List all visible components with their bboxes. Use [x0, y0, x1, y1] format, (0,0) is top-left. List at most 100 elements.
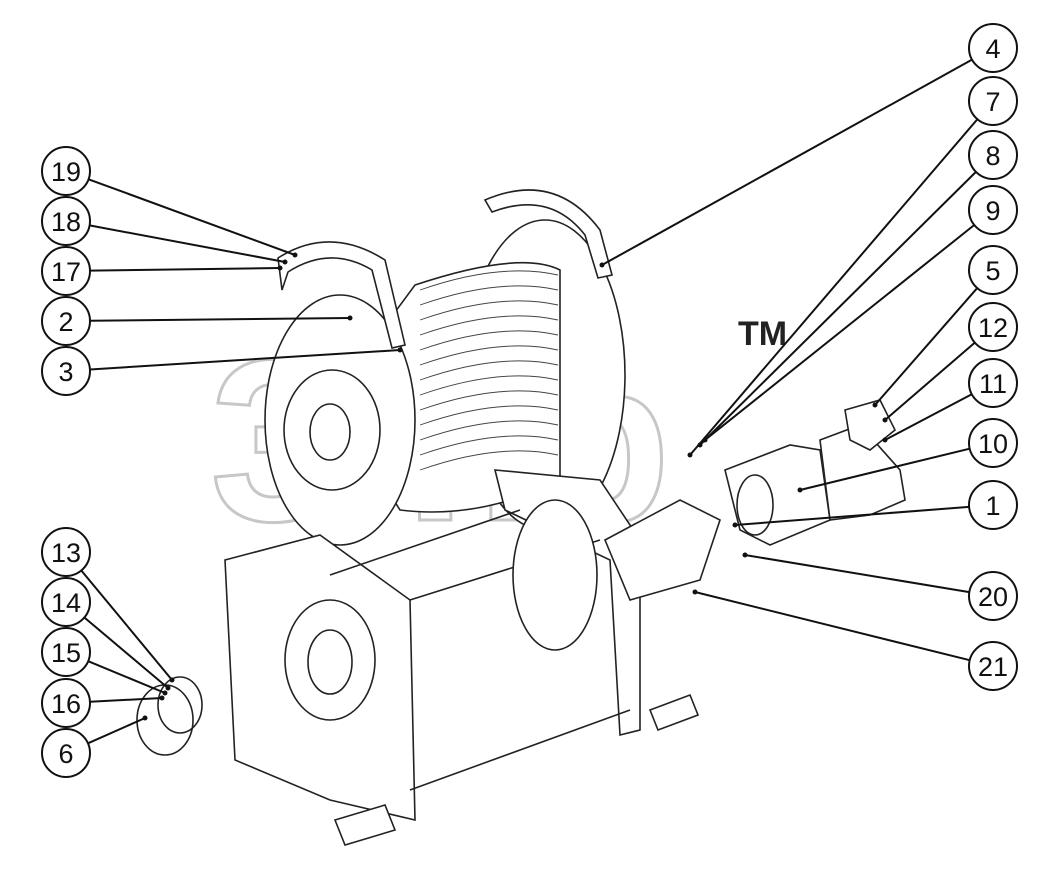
callout-circle	[41, 577, 91, 627]
callout-leader-21	[694, 591, 970, 662]
callout-leader-4	[601, 58, 973, 266]
callout-12: 12	[968, 302, 1018, 352]
callout-21: 21	[968, 641, 1018, 691]
callout-leader-tip-7	[687, 452, 693, 458]
callout-number: 10	[978, 429, 1008, 459]
callout-number: 21	[978, 652, 1008, 682]
callout-leader-tip-8	[697, 442, 703, 448]
callout-circle	[41, 346, 91, 396]
callout-circle	[41, 246, 91, 296]
callout-leader-tip-10	[797, 487, 803, 493]
callout-leader-tip-3	[397, 347, 403, 353]
callout-leader-11	[884, 393, 973, 441]
drum-bore	[309, 403, 351, 461]
callout-leader-tip-12	[882, 417, 888, 423]
callout-16: 16	[41, 678, 91, 728]
callout-circle	[41, 196, 91, 246]
callout-number: 18	[51, 207, 81, 237]
callout-circle	[968, 641, 1018, 691]
callout-leader-14	[83, 616, 169, 689]
callout-10: 10	[968, 418, 1018, 468]
callout-13: 13	[41, 527, 91, 577]
callout-leader-15	[87, 660, 166, 694]
winch-frame	[224, 469, 700, 846]
drum-cable-grooves	[419, 270, 559, 471]
callout-14: 14	[41, 577, 91, 627]
callout-number: 14	[51, 588, 81, 618]
rope-guards	[277, 189, 613, 349]
callout-number: 8	[985, 141, 1000, 171]
callout-15: 15	[41, 627, 91, 677]
callout-circle	[968, 480, 1018, 530]
callout-leader-tip-5	[872, 402, 878, 408]
motor-adapter-plate	[603, 499, 721, 601]
callout-leader-16	[89, 697, 163, 703]
gearbox-housing	[724, 444, 831, 546]
callout-leader-10	[799, 447, 970, 491]
frame-pin-front-left	[333, 804, 397, 846]
callout-leader-tip-20	[742, 552, 748, 558]
rope-guard-rear	[483, 189, 613, 279]
callout-8: 8	[968, 130, 1018, 180]
drum-front-flange	[264, 294, 416, 546]
callout-leader-19	[88, 178, 296, 256]
callout-leader-tip-6	[142, 715, 148, 721]
callout-6: 6	[41, 728, 91, 778]
callout-leader-3	[89, 349, 401, 371]
callout-leader-tip-1	[732, 522, 738, 528]
rope-guard-front	[277, 241, 406, 349]
callout-circle	[968, 245, 1018, 295]
callout-leader-8	[699, 171, 977, 446]
callout-4: 4	[968, 23, 1018, 73]
callout-circle	[41, 627, 91, 677]
callout-number: 6	[58, 739, 73, 769]
drum-hub	[283, 369, 381, 491]
callout-leader-7	[689, 118, 979, 456]
callout-leader-1	[734, 505, 970, 526]
callout-leader-13	[80, 569, 173, 681]
callout-number: 2	[58, 307, 73, 337]
callout-leader-tip-18	[282, 259, 288, 265]
callout-leader-6	[87, 717, 146, 745]
callout-leader-20	[744, 554, 970, 594]
callout-leader-tip-16	[159, 695, 165, 701]
callout-circle	[41, 527, 91, 577]
callout-19: 19	[41, 146, 91, 196]
callout-circle	[968, 302, 1018, 352]
callout-leader-tip-13	[169, 677, 175, 683]
callout-number: 12	[978, 313, 1008, 343]
callout-number: 5	[985, 256, 1000, 286]
callout-11: 11	[968, 358, 1018, 408]
callout-20: 20	[968, 571, 1018, 621]
callout-leader-tip-2	[347, 315, 353, 321]
callout-balloons: 19 18 17 2 3 4 7 8 9 5 12 11 10 1 20 21 13 14 15 16 6	[41, 23, 1018, 778]
callout-number: 1	[985, 491, 1000, 521]
callout-number: 9	[985, 196, 1000, 226]
callout-1: 1	[968, 480, 1018, 530]
callout-leader-tip-17	[277, 265, 283, 271]
callout-circle	[968, 571, 1018, 621]
callout-17: 17	[41, 246, 91, 296]
callout-leader-tip-21	[692, 589, 698, 595]
callout-circle	[968, 358, 1018, 408]
callout-leader-tip-15	[162, 690, 168, 696]
callout-number: 7	[985, 87, 1000, 117]
frame-left-bore	[284, 599, 376, 721]
callout-circle	[41, 678, 91, 728]
callout-leader-tip-4	[599, 262, 605, 268]
frame-pin-rear-right	[648, 693, 700, 732]
callout-number: 19	[51, 157, 81, 187]
callout-circle	[41, 728, 91, 778]
gearbox-output-hub	[736, 474, 774, 536]
callout-2: 2	[41, 296, 91, 346]
callout-circle	[968, 76, 1018, 126]
callout-number: 15	[51, 638, 81, 668]
callout-number: 16	[51, 689, 81, 719]
callout-leader-tip-19	[292, 252, 298, 258]
callout-18: 18	[41, 196, 91, 246]
callout-3: 3	[41, 346, 91, 396]
callout-9: 9	[968, 185, 1018, 235]
callout-leader-9	[704, 224, 975, 441]
callout-leader-tip-11	[882, 437, 888, 443]
